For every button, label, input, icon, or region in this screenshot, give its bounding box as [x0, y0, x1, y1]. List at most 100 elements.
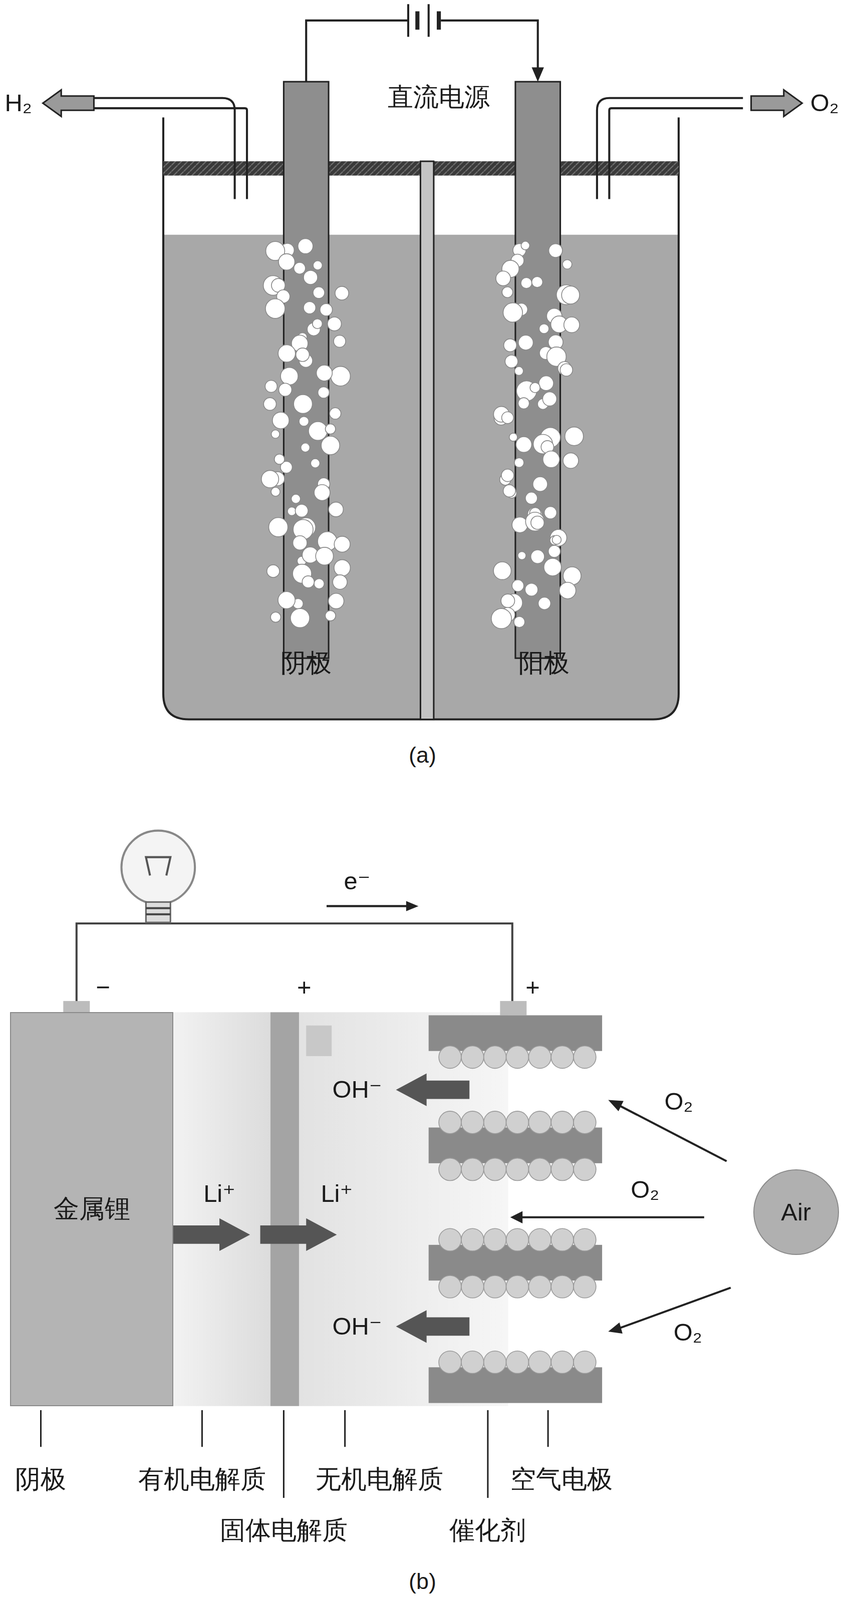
- catalyst-bead: [528, 1158, 551, 1182]
- gas-bubble: [290, 608, 310, 628]
- gas-bubble: [277, 591, 296, 609]
- gas-bubble: [514, 457, 524, 468]
- air-source-circle: Air: [753, 1169, 839, 1256]
- gas-bubble: [549, 529, 567, 546]
- electron-label: e⁻: [344, 868, 371, 896]
- catalyst-bead: [461, 1158, 484, 1182]
- electrode-label: 阴极: [280, 649, 332, 678]
- gas-bubble: [271, 430, 280, 439]
- gas-bubble: [274, 454, 285, 465]
- catalyst-bead: [506, 1158, 529, 1182]
- gas-bubble: [530, 515, 544, 529]
- catalyst-bead: [438, 1111, 462, 1135]
- gas-bubble: [548, 243, 563, 258]
- gas-bubble: [328, 502, 344, 517]
- gas-bubble: [334, 536, 351, 553]
- gas-bubble: [299, 416, 310, 427]
- power-label: 直流电源: [387, 83, 490, 112]
- gas-bubble: [493, 561, 511, 580]
- gas-bubble: [517, 397, 529, 409]
- catalyst-bead: [550, 1228, 574, 1252]
- catalyst-bead: [506, 1351, 529, 1374]
- gas-bubble: [320, 303, 333, 317]
- catalyst-bead: [573, 1228, 597, 1252]
- gas-bubble: [502, 303, 523, 323]
- node-text: Air: [780, 1198, 811, 1227]
- gas-bubble: [491, 608, 512, 629]
- gas-bubble: [270, 612, 281, 623]
- gas-bubble: [538, 597, 551, 610]
- gas-bubble: [298, 238, 314, 254]
- gas-bubble: [308, 421, 328, 441]
- gas-bubble: [559, 582, 577, 600]
- gas-bubble: [329, 407, 342, 420]
- gas-bubble: [277, 344, 296, 363]
- catalyst-bead: [528, 1351, 551, 1374]
- lithium-anode: 金属锂: [10, 1012, 174, 1406]
- catalyst-bead: [438, 1275, 462, 1299]
- gas-bubble: [310, 458, 320, 468]
- terminal-sign: +: [297, 974, 312, 1002]
- ion-label: OH⁻: [332, 1076, 383, 1104]
- gas-bubble: [278, 253, 296, 271]
- gas-label: H₂: [5, 89, 33, 117]
- gas-bubble: [293, 394, 313, 414]
- gas-bubble: [511, 516, 528, 533]
- gas-label: O₂: [630, 1176, 660, 1204]
- electrolysis-cell: [43, 4, 803, 720]
- gas-bubble: [551, 535, 561, 545]
- gas-bubble: [531, 276, 543, 288]
- terminal-sign: −: [96, 974, 111, 1002]
- electrode-label: 阳极: [518, 649, 570, 678]
- gas-bubble: [301, 443, 311, 453]
- gas-bubble: [313, 260, 323, 270]
- gas-bubble: [314, 578, 325, 589]
- catalyst-bead: [573, 1046, 597, 1069]
- panel-label: (a): [408, 742, 437, 768]
- gas-bubble: [328, 593, 345, 610]
- gas-bubble: [525, 492, 538, 505]
- gas-bubble: [562, 259, 573, 269]
- gas-bubble: [312, 319, 323, 330]
- gas-bubble: [525, 512, 544, 531]
- gas-label: O₂: [673, 1319, 703, 1347]
- gas-bubble: [514, 366, 524, 376]
- gas-bubble: [538, 376, 554, 391]
- gas-bubble: [295, 504, 309, 518]
- gas-bubble: [325, 610, 336, 622]
- catalyst-bead: [461, 1228, 484, 1252]
- gas-bubble: [325, 423, 336, 434]
- catalyst-bead: [506, 1111, 529, 1135]
- gas-bubble: [302, 576, 315, 589]
- gas-bubble: [294, 262, 306, 274]
- catalyst-bead: [461, 1351, 484, 1374]
- gas-bubble: [291, 494, 301, 504]
- gas-bubble: [515, 436, 532, 453]
- catalyst-bead: [528, 1275, 551, 1299]
- gas-bubble: [280, 367, 299, 386]
- gas-bubble: [314, 484, 331, 501]
- catalyst-bead: [461, 1111, 484, 1135]
- gas-bubble: [520, 277, 532, 289]
- gas-bubble: [272, 412, 290, 429]
- catalyst-bead: [528, 1111, 551, 1135]
- gas-bubble: [293, 535, 308, 551]
- gas-bubble: [316, 365, 333, 382]
- gas-bubble: [501, 411, 514, 424]
- gas-bubble: [542, 450, 560, 468]
- gas-bubble: [548, 545, 561, 558]
- catalyst-bead: [506, 1228, 529, 1252]
- gas-bubble: [303, 270, 318, 285]
- gas-bubble: [287, 506, 297, 516]
- ion-label: Li⁺: [320, 1180, 353, 1208]
- catalyst-bead: [461, 1046, 484, 1069]
- part-name: 催化剂: [449, 1516, 526, 1545]
- gas-bubble: [520, 241, 530, 250]
- gas-bubble: [509, 433, 518, 442]
- gas-bubble: [500, 594, 515, 608]
- catalyst-bead: [550, 1351, 574, 1374]
- part-name: 空气电极: [510, 1465, 613, 1494]
- gas-bubble: [333, 335, 346, 348]
- gas-bubble: [296, 348, 310, 362]
